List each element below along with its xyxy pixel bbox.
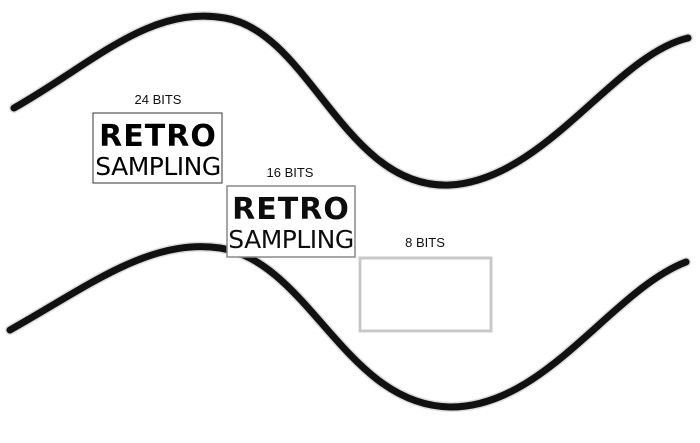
logo-retro-24-bits: RETRO bbox=[99, 119, 217, 154]
logo-retro-8-bits: RETRO bbox=[366, 265, 484, 300]
logo-sampling-16-bits: SAMPLING bbox=[228, 225, 353, 254]
label-8-bits: 8 BITS bbox=[405, 235, 445, 250]
logo-box-16-bits bbox=[226, 185, 356, 258]
upper-wave bbox=[10, 12, 692, 189]
label-16-bits: 16 BITS bbox=[267, 165, 314, 180]
sample-8-bits: 8 BITS RETRO SAMPLING bbox=[358, 235, 493, 333]
logo-box-24-bits bbox=[92, 112, 223, 184]
label-24-bits: 24 BITS bbox=[135, 92, 182, 107]
sample-16-bits: 16 BITS RETRO SAMPLING bbox=[226, 165, 356, 258]
logo-sampling-8-bits: SAMPLING bbox=[362, 298, 487, 327]
sample-24-bits: 24 BITS RETRO SAMPLING bbox=[92, 92, 223, 184]
lower-wave bbox=[6, 243, 690, 411]
logo-retro-16-bits: RETRO bbox=[232, 192, 350, 227]
logo-sampling-24-bits: SAMPLING bbox=[95, 152, 220, 181]
logo-box-8-bits bbox=[358, 256, 493, 333]
